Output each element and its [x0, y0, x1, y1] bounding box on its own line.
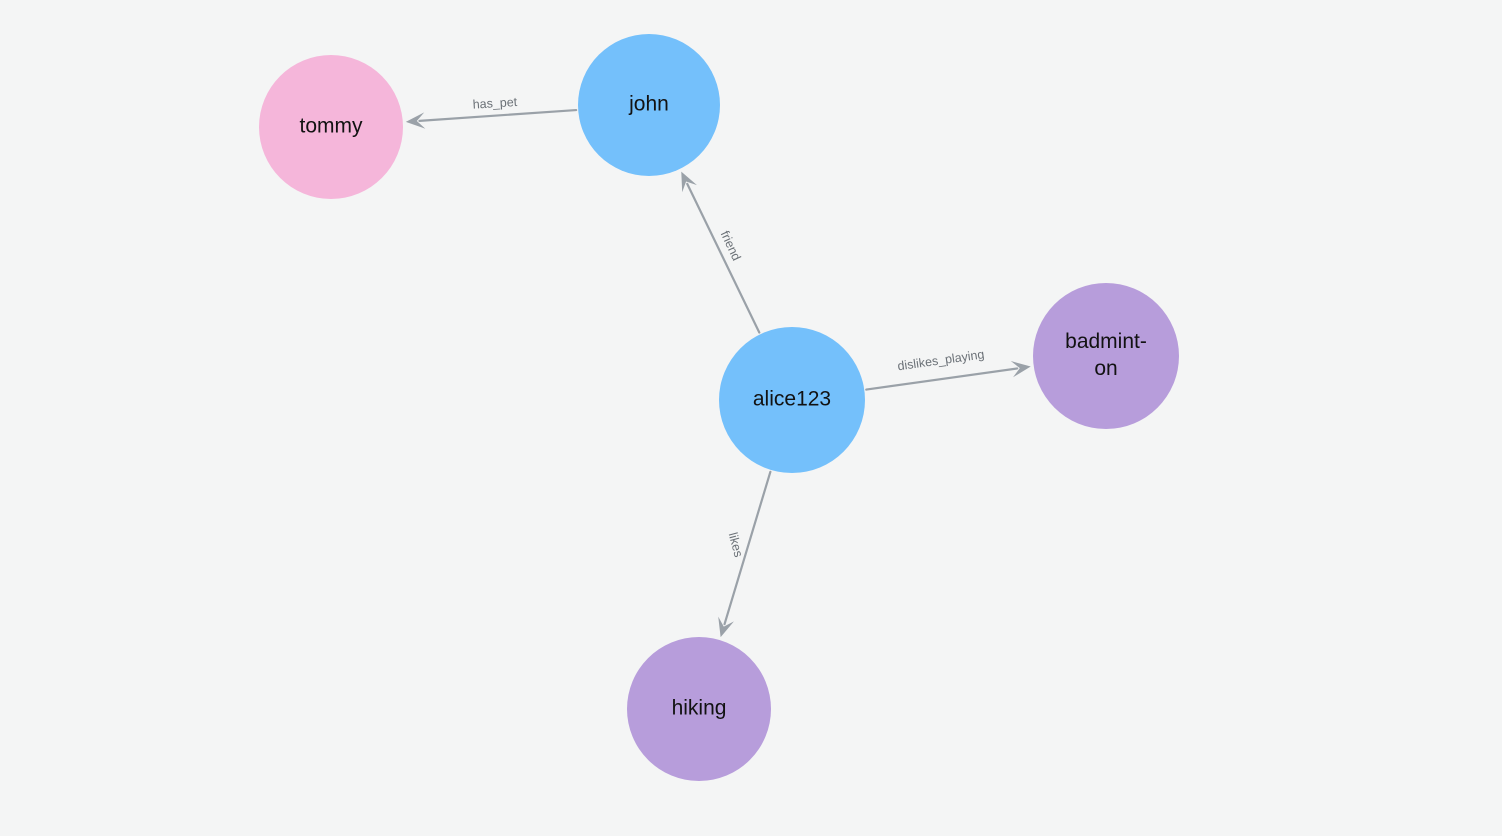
graph-edge[interactable]: has_pet [405, 95, 578, 129]
graph-edge[interactable]: likes [718, 470, 772, 638]
graph-node-john[interactable]: john [578, 34, 720, 176]
edge-arrowhead-icon [681, 171, 697, 193]
edge-line [723, 470, 772, 626]
graph-node-alice123[interactable]: alice123 [719, 327, 865, 473]
edge-label: friend [718, 229, 744, 263]
edge-arrowhead-icon [718, 616, 734, 638]
node-circle[interactable] [578, 34, 720, 176]
graph-node-badminton[interactable]: badmint-on [1033, 283, 1179, 429]
edge-label: dislikes_playing [897, 347, 986, 373]
edge-line [865, 367, 1019, 391]
edge-label: has_pet [472, 95, 518, 112]
nodes-layer: tommy john alice123 badmint-on hiking [259, 34, 1179, 781]
graph-node-tommy[interactable]: tommy [259, 55, 403, 199]
edge-line [418, 108, 578, 122]
graph-node-hiking[interactable]: hiking [627, 637, 771, 781]
node-circle[interactable] [1033, 283, 1179, 429]
edge-line [686, 182, 761, 334]
edge-label: likes [726, 531, 746, 559]
edge-arrowhead-icon [405, 112, 426, 129]
node-circle[interactable] [259, 55, 403, 199]
node-circle[interactable] [719, 327, 865, 473]
graph-edge[interactable]: dislikes_playing [865, 347, 1031, 391]
edge-arrowhead-icon [1010, 361, 1031, 378]
node-circle[interactable] [627, 637, 771, 781]
graph-edge[interactable]: friend [681, 171, 761, 334]
